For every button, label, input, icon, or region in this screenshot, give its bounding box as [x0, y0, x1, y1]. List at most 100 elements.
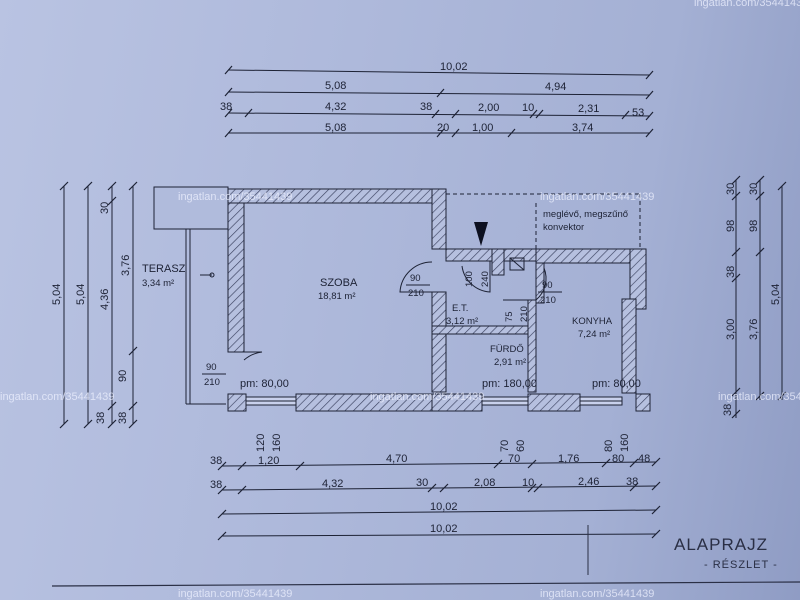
bottom-dim-total: 10,02 — [430, 523, 458, 535]
door-width: 100 — [464, 271, 475, 287]
room-name-szoba: SZOBA — [320, 277, 358, 289]
left-dim: 38 — [95, 412, 107, 424]
top-dim-total: 10,02 — [440, 61, 468, 73]
bottom-dim: 4,32 — [322, 478, 343, 490]
door-width: 90 — [410, 273, 421, 284]
watermark-text: ingatlan.com/35441439 — [0, 391, 114, 403]
bottom-dim: 38 — [210, 455, 222, 467]
top-dim: 38 — [220, 101, 232, 113]
top-dim: 2,31 — [578, 103, 599, 115]
left-dim: 38 — [117, 412, 129, 424]
bottom-dim: 80 — [612, 453, 624, 465]
right-dim: 38 — [725, 266, 737, 278]
top-dim: 10 — [522, 102, 534, 114]
right-dim: 30 — [725, 183, 737, 195]
convector-note: meglévő, megszűnő — [543, 209, 628, 220]
left-dim: 4,36 — [99, 289, 111, 310]
top-dim: 5,08 — [325, 122, 346, 134]
door-labels: 90 210 90 210 100 240 90 210 75 210 — [202, 271, 562, 388]
door-height: 210 — [540, 295, 556, 306]
right-dim: 3,00 — [725, 319, 737, 340]
watermark-text: ingatlan.com/35441439 — [178, 191, 292, 203]
door-height: 210 — [204, 377, 220, 388]
left-dim: 5,04 — [51, 284, 63, 305]
window-width: 70 — [499, 440, 511, 452]
right-dim: 5,04 — [770, 284, 782, 305]
door-height: 210 — [408, 288, 424, 299]
bottom-dimension-lines — [217, 457, 661, 541]
top-dim: 20 — [437, 122, 449, 134]
watermark-text: ingatlan.com/35441439 — [540, 588, 654, 600]
room-name-terasz: TERASZ — [142, 263, 186, 275]
top-dim: 4,94 — [545, 81, 566, 93]
window-sill-height: pm: 80,00 — [240, 378, 289, 390]
drawing-subtitle: - RÉSZLET - — [704, 558, 778, 571]
bottom-dim: 1,76 — [558, 453, 579, 465]
watermark-text: ingatlan.com/35441439 — [370, 391, 484, 403]
right-dimension-labels: 30 98 38 3,00 38 30 98 3,76 5,04 — [722, 183, 782, 416]
room-name-et: E.T. — [452, 303, 468, 314]
bottom-dim: 2,46 — [578, 476, 599, 488]
top-dim: 4,32 — [325, 101, 346, 113]
watermark-text: ingatlan.com/35441439 — [718, 391, 800, 403]
door-width: 75 — [504, 311, 515, 322]
left-dim: 90 — [117, 370, 129, 382]
room-name-furdo: FÜRDŐ — [490, 344, 524, 355]
bottom-dimension-labels: 38 1,20 4,70 70 1,76 80 48 38 4,32 30 2,… — [210, 453, 650, 535]
terrace-area — [153, 186, 229, 405]
right-dim: 30 — [748, 183, 760, 195]
door-width: 90 — [542, 280, 553, 291]
top-dimension-labels: 10,02 5,08 4,94 38 4,32 38 2,00 10 2,31 … — [220, 61, 644, 134]
top-dim: 3,74 — [572, 122, 593, 134]
bottom-dim: 38 — [626, 476, 638, 488]
door-height: 240 — [480, 271, 491, 287]
room-area-terasz: 3,34 m² — [142, 278, 174, 289]
room-area-konyha: 7,24 m² — [578, 329, 610, 340]
window-width: 120 — [255, 434, 267, 452]
bottom-dim-total: 10,02 — [430, 501, 458, 513]
top-dim: 53 — [632, 107, 644, 119]
window-height: 60 — [515, 440, 527, 452]
bottom-dim: 30 — [416, 477, 428, 489]
convector-note: konvektor — [543, 222, 584, 233]
left-dim: 3,76 — [120, 255, 132, 276]
right-dimension-lines — [731, 175, 787, 419]
window-height: 160 — [271, 434, 283, 452]
window-labels: pm: 80,00 pm: 180,00 pm: 80,00 120 160 7… — [240, 378, 641, 452]
bottom-dim: 2,08 — [474, 477, 495, 489]
top-dim: 5,08 — [325, 80, 346, 92]
window-height: 160 — [619, 434, 631, 452]
room-name-konyha: KONYHA — [572, 316, 613, 327]
watermark-text: ingatlan.com/35441439 — [694, 0, 800, 9]
bottom-dim: 4,70 — [386, 453, 407, 465]
window-sill-height: pm: 180,00 — [482, 378, 537, 390]
bottom-dim: 70 — [508, 453, 520, 465]
walls — [227, 188, 651, 412]
bottom-dim: 48 — [638, 453, 650, 465]
entrance-arrow-icon — [474, 222, 488, 246]
title-block: ALAPRAJZ - RÉSZLET - — [51, 525, 800, 587]
room-area-szoba: 18,81 m² — [318, 291, 356, 302]
windows — [245, 396, 623, 406]
door-swings — [228, 257, 547, 361]
right-dim: 3,76 — [748, 319, 760, 340]
window-sill-height: pm: 80,00 — [592, 378, 641, 390]
window-width: 80 — [603, 440, 615, 452]
right-dim: 98 — [725, 220, 737, 232]
watermark-text: ingatlan.com/35441439 — [540, 191, 654, 203]
bottom-dim: 38 — [210, 479, 222, 491]
drawing-title: ALAPRAJZ — [674, 535, 768, 554]
top-dim: 38 — [420, 101, 432, 113]
bottom-dim: 1,20 — [258, 455, 279, 467]
top-dim: 1,00 — [472, 122, 493, 134]
room-area-furdo: 2,91 m² — [494, 357, 526, 368]
left-dim: 5,04 — [75, 284, 87, 305]
top-dim: 2,00 — [478, 102, 499, 114]
door-width: 90 — [206, 362, 217, 373]
left-dimension-labels: 5,04 5,04 30 4,36 38 3,76 90 38 — [51, 202, 132, 424]
left-dim: 30 — [99, 202, 111, 214]
watermark-text: ingatlan.com/35441439 — [178, 588, 292, 600]
room-area-et: 3,12 m² — [446, 316, 478, 327]
dashed-lines — [446, 193, 641, 249]
